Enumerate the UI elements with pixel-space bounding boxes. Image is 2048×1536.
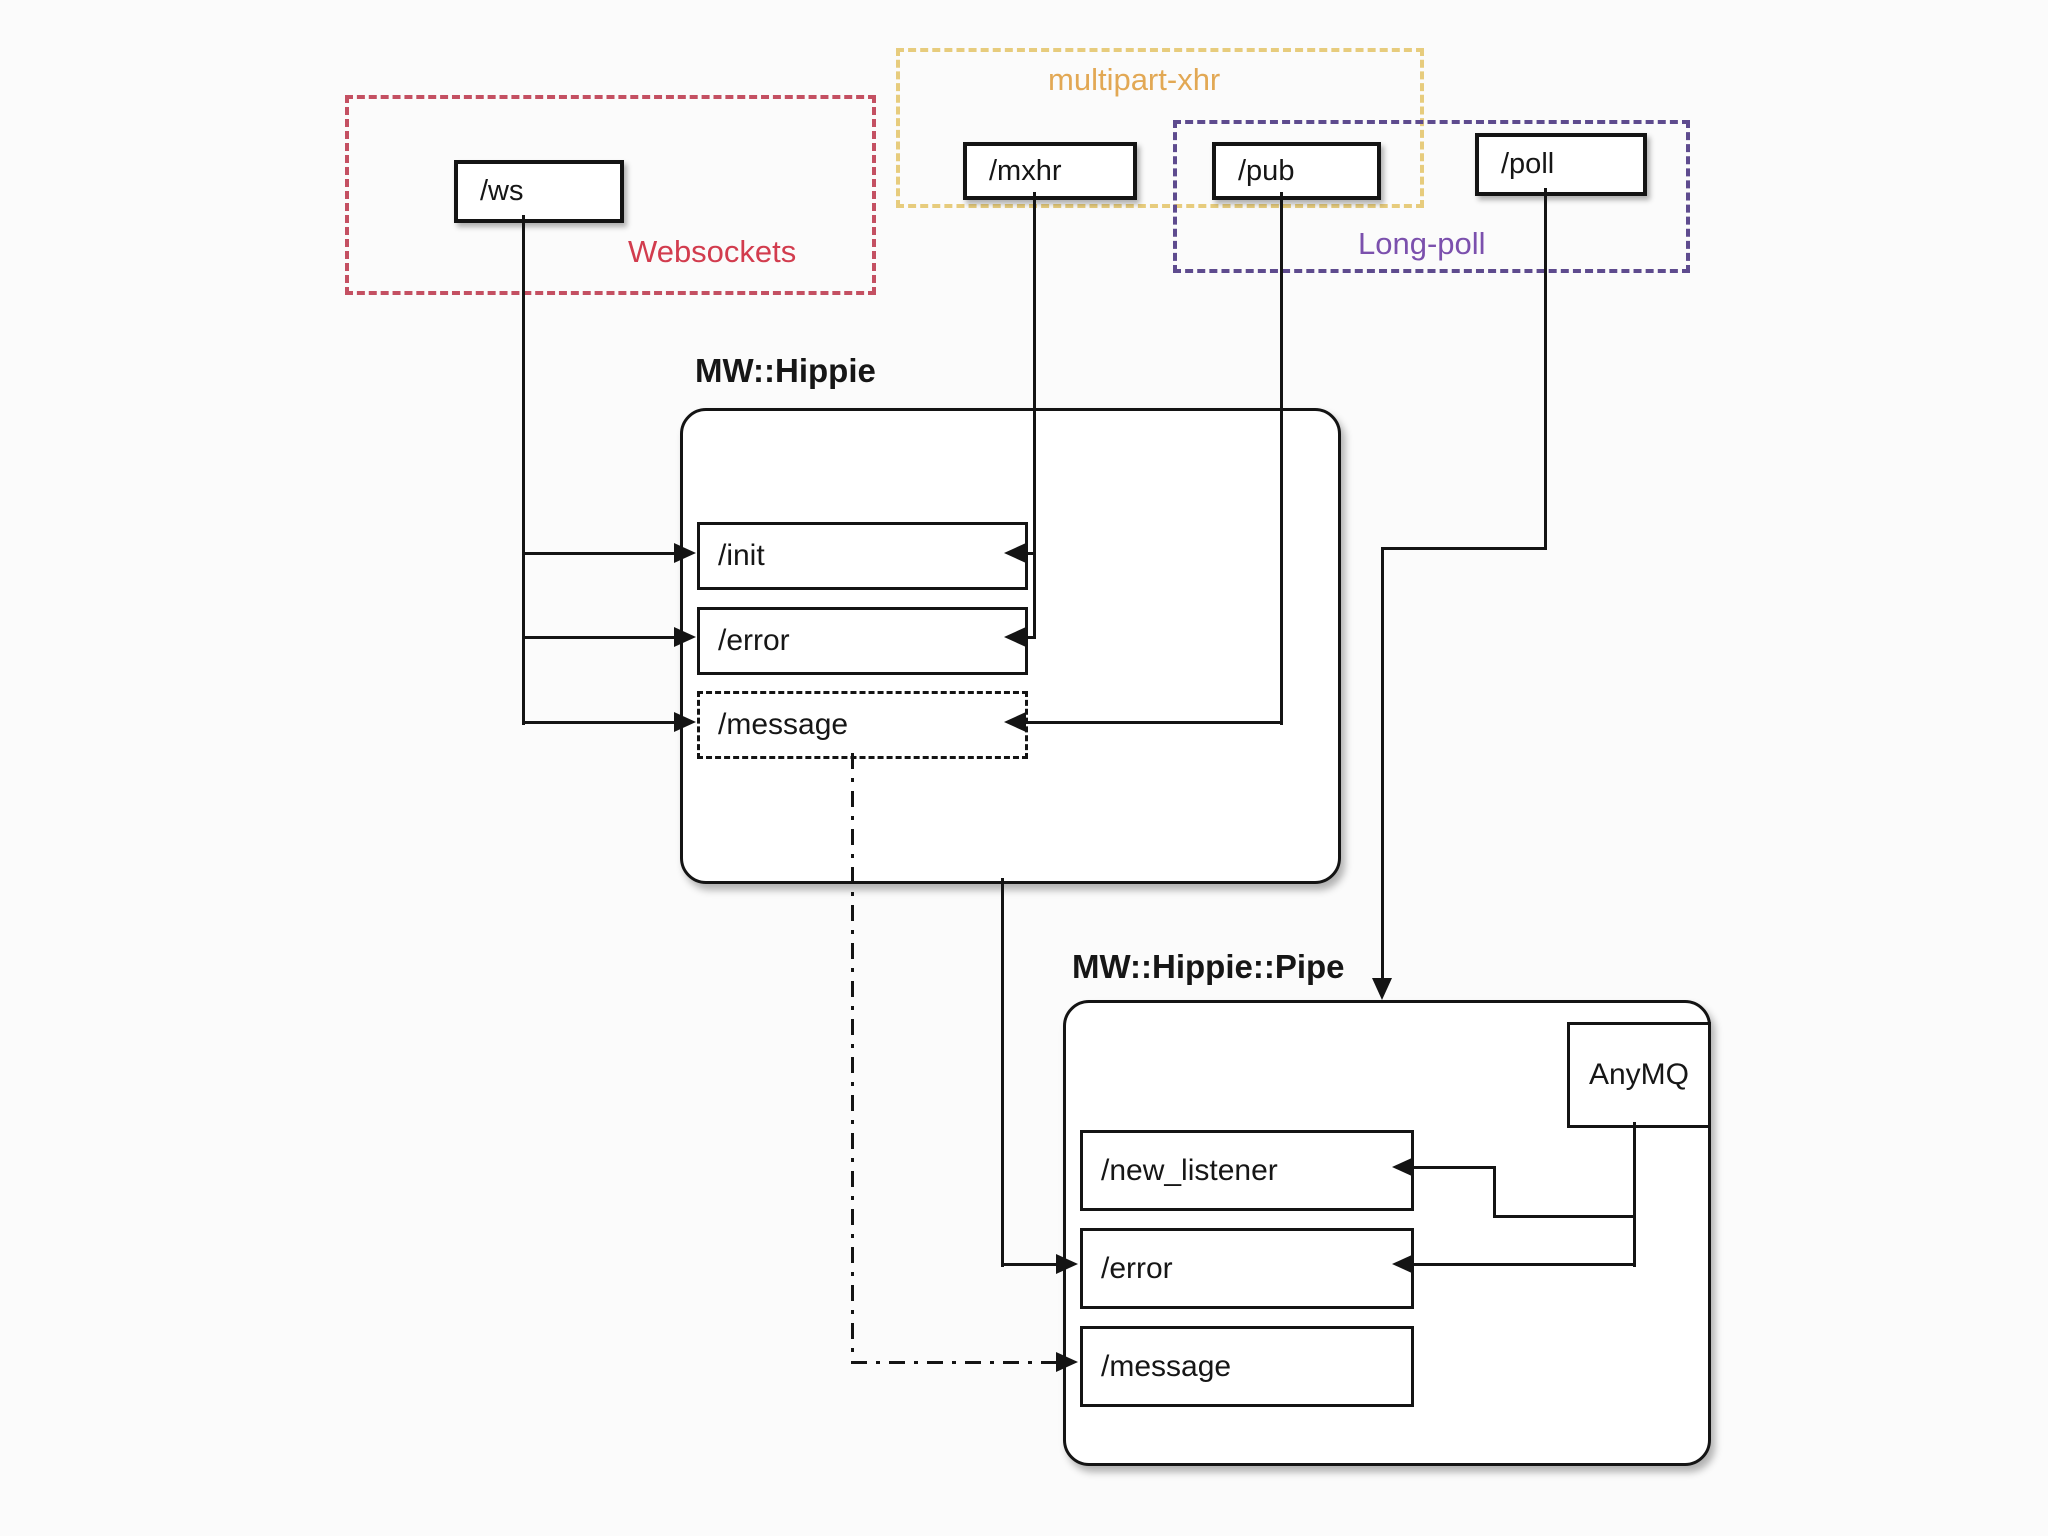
ws-line-vertical: [522, 215, 525, 725]
endpoint-ws-box: /ws: [454, 160, 624, 223]
arrowhead-into-pipe-error-right: [1392, 1254, 1414, 1274]
mxhr-to-init-line: [1026, 552, 1036, 555]
arrowhead-into-pipe-top: [1372, 978, 1392, 1000]
long-poll-group-label: Long-poll: [1358, 226, 1486, 261]
ws-to-error-line: [522, 636, 674, 639]
arrowhead-into-init-right: [1004, 543, 1026, 563]
mxhr-to-error-line: [1026, 636, 1036, 639]
pipe-handler-message-label: /message: [1101, 1349, 1232, 1383]
endpoint-pub-box: /pub: [1212, 142, 1381, 200]
hippie-handler-error-box: /error: [697, 607, 1028, 675]
endpoint-poll-label: /poll: [1501, 148, 1555, 180]
endpoint-mxhr-box: /mxhr: [963, 142, 1137, 200]
arrowhead-into-pipe-error-left: [1056, 1254, 1078, 1274]
ws-to-message-line: [522, 721, 674, 724]
pipe-handler-error-label: /error: [1101, 1251, 1173, 1285]
hippie-module-title: MW::Hippie: [695, 352, 876, 389]
poll-line-horizontal: [1381, 547, 1547, 550]
anymq-label: AnyMQ: [1588, 1058, 1690, 1091]
arrowhead-into-message-right: [1004, 712, 1026, 732]
message-dashdot-horizontal: [851, 1361, 1056, 1364]
message-dashdot-vertical: [851, 753, 854, 1364]
arrowhead-into-message-left: [674, 712, 696, 732]
anymq-box: AnyMQ: [1567, 1022, 1711, 1128]
ws-to-init-line: [522, 552, 674, 555]
multipart-xhr-group-box: [896, 48, 1424, 208]
anymq-to-new-listener-horizontal-2: [1493, 1215, 1636, 1218]
endpoint-pub-label: /pub: [1238, 154, 1295, 187]
endpoint-poll-box: /poll: [1475, 133, 1647, 196]
anymq-to-new-listener-vertical: [1493, 1166, 1496, 1218]
anymq-to-new-listener-horizontal-1: [1414, 1166, 1495, 1169]
pipe-module-title: MW::Hippie::Pipe: [1072, 948, 1345, 985]
hippie-handler-error-label: /error: [718, 624, 790, 657]
arrowhead-into-init-left: [674, 543, 696, 563]
hippie-handler-message-box: /message: [697, 691, 1028, 759]
multipart-xhr-group-label: multipart-xhr: [1048, 62, 1221, 97]
pipe-handler-new-listener-box: /new_listener: [1080, 1130, 1414, 1211]
websockets-group-box: [345, 95, 876, 295]
poll-line-vertical-upper: [1544, 188, 1547, 550]
poll-line-vertical-lower: [1381, 547, 1384, 982]
arrowhead-into-pipe-message-left: [1056, 1352, 1078, 1372]
hippie-handler-message-label: /message: [718, 708, 849, 741]
arrowhead-into-error-right: [1004, 627, 1026, 647]
hippie-to-pipe-error-vertical: [1001, 878, 1004, 1267]
pipe-handler-new-listener-label: /new_listener: [1101, 1153, 1278, 1187]
endpoint-ws-label: /ws: [480, 175, 524, 207]
hippie-handler-init-label: /init: [718, 539, 765, 572]
endpoint-mxhr-label: /mxhr: [989, 154, 1062, 187]
websockets-group-label: Websockets: [628, 234, 797, 269]
anymq-to-error-line: [1414, 1263, 1635, 1266]
hippie-to-pipe-error-horizontal: [1001, 1263, 1056, 1266]
pub-line-vertical: [1280, 192, 1283, 725]
arrowhead-into-new-listener-right: [1392, 1157, 1414, 1177]
hippie-handler-init-box: /init: [697, 522, 1028, 590]
mxhr-line-vertical: [1033, 192, 1036, 639]
pipe-handler-message-box: /message: [1080, 1326, 1414, 1407]
long-poll-group-box: [1173, 120, 1690, 273]
pub-to-message-line: [1026, 721, 1283, 724]
arrowhead-into-error-left: [674, 627, 696, 647]
pipe-handler-error-box: /error: [1080, 1228, 1414, 1309]
anymq-line-vertical: [1633, 1122, 1636, 1267]
